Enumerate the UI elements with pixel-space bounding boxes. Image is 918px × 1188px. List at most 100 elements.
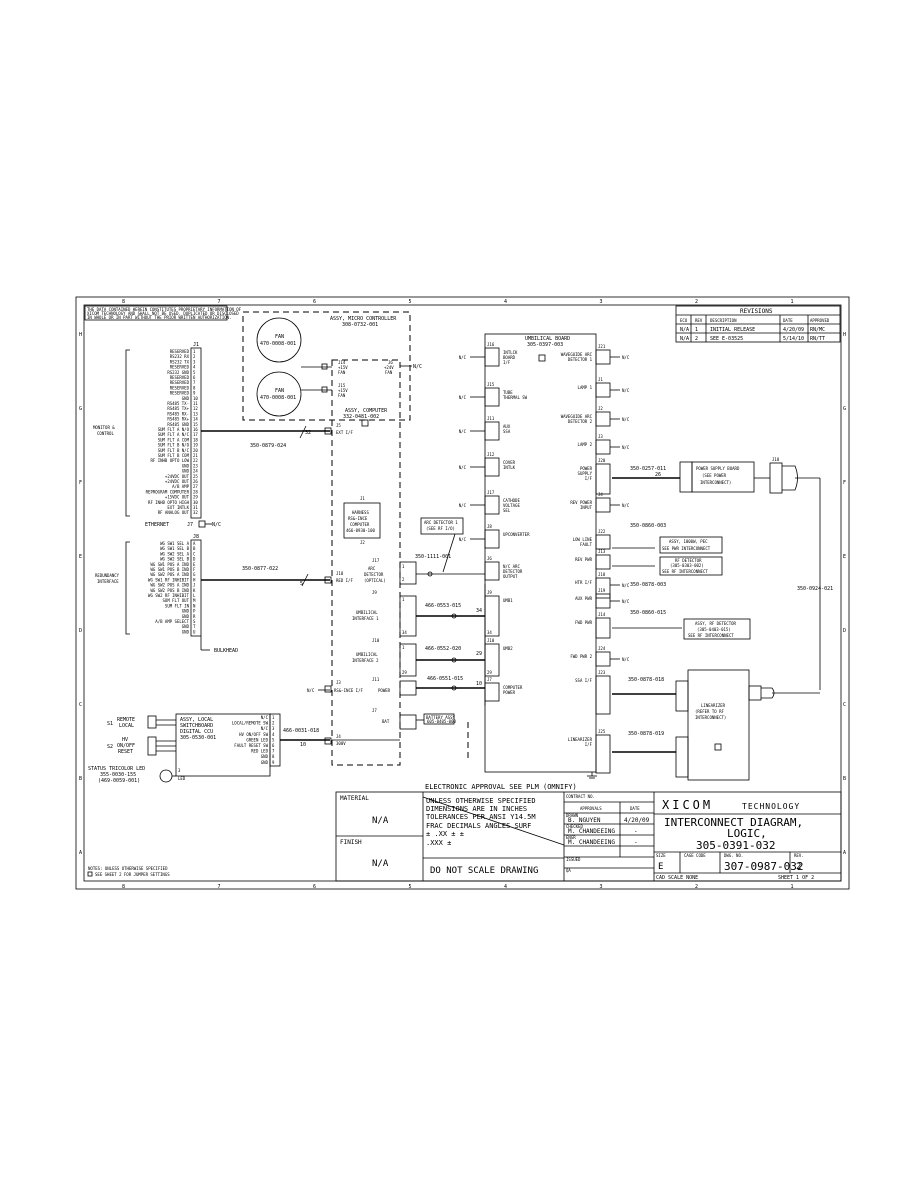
notes-line-2: SEE SHEET 2 FOR JUMPER SETTINGS: [95, 872, 170, 877]
umbilical-right-connector: [595, 534, 611, 550]
j1-pin-name: RS232 GND: [167, 370, 189, 375]
umbilical-left-label: I/F: [503, 360, 511, 365]
svg-text:DIGITAL CCU: DIGITAL CCU: [180, 729, 213, 735]
svg-text:350-0924-021: 350-0924-021: [797, 586, 833, 592]
zone-row-left: G: [79, 406, 82, 412]
j8-pin-number: M: [193, 598, 196, 603]
svg-text:CAD SCALE NONE: CAD SCALE NONE: [656, 875, 698, 881]
rev-header: APPROVED: [810, 318, 830, 323]
svg-text:(305-0403-015): (305-0403-015): [697, 627, 731, 632]
svg-text:B. NGUYEN: B. NGUYEN: [568, 817, 601, 824]
j1-pin-number: 13: [193, 411, 198, 416]
svg-text:BULKHEAD: BULKHEAD: [214, 648, 238, 654]
j1-pin-name: GND: [182, 469, 190, 474]
computer-enclosure: [331, 359, 401, 766]
svg-text:J7: J7: [187, 522, 193, 528]
umbilical-left-label: INTLK: [503, 465, 516, 470]
zone-col-bottom: 1: [791, 884, 794, 890]
j1-pin-name: REPROGRAM COMPUTER: [146, 489, 190, 494]
rev-cell: 2: [695, 336, 698, 342]
svg-text:J1: J1: [360, 496, 365, 501]
j8-pin-name: WG SW1 POS B IND: [150, 567, 189, 572]
svg-text:RS&-INCE: RS&-INCE: [348, 516, 368, 521]
umbilical-right-label: DETECTOR 1: [568, 357, 593, 362]
local-pin-number: 1: [272, 715, 275, 720]
svg-text:FAN: FAN: [275, 388, 284, 394]
svg-text:S2: S2: [107, 744, 113, 750]
svg-text:FAN: FAN: [385, 370, 393, 375]
umbilical-right-ref: J24: [598, 646, 606, 651]
svg-text:UMBILICAL: UMBILICAL: [356, 610, 378, 615]
svg-text:34: 34: [476, 608, 482, 614]
j1-pin-name: GND: [182, 396, 190, 401]
j1-pin-number: 8: [193, 385, 196, 390]
nc-label: N/C: [459, 355, 467, 360]
j1-pin-name: RF ANALOG OUT: [158, 510, 190, 515]
svg-text:350-0878-019: 350-0878-019: [628, 731, 664, 737]
notes-line-1: NOTES: UNLESS OTHERWISE SPECIFIED: [88, 866, 168, 871]
svg-text:J3: J3: [336, 680, 341, 685]
svg-text:ISSUED: ISSUED: [566, 857, 581, 862]
umbilical-right-label: WAVEGUIDE ARC: [561, 414, 593, 419]
svg-text:INTERFACE: INTERFACE: [97, 579, 119, 584]
zone-col-top: 6: [313, 299, 316, 305]
j8-pin-name: SUM FLT OUT: [163, 598, 190, 603]
svg-text:± .XX ± ±: ± .XX ± ±: [426, 830, 464, 838]
umbilical-left-label: DETECTOR: [503, 569, 523, 574]
svg-text:LINEARIZER: LINEARIZER: [701, 703, 726, 708]
local-pin-name: HV ON/OFF SW: [239, 732, 268, 737]
svg-text:BATTERY ASSY: BATTERY ASSY: [426, 715, 455, 720]
umbilical-left-connector: [484, 421, 500, 441]
svg-text:INTERFACE 2: INTERFACE 2: [352, 658, 379, 663]
svg-text:SEE RF INTERCONNECT: SEE RF INTERCONNECT: [688, 633, 734, 638]
j1-pin-name: +15VDC OUT: [165, 495, 190, 500]
zone-col-bottom: 2: [695, 884, 698, 890]
svg-text:RED I/F: RED I/F: [336, 578, 353, 583]
svg-text:RESET: RESET: [118, 749, 133, 755]
umbilical-right-label: FAULT: [580, 542, 593, 547]
svg-text:350-0877-022: 350-0877-022: [242, 566, 278, 572]
local-pin-name: GREEN LED: [246, 737, 268, 742]
svg-text:-: -: [634, 828, 638, 835]
nc-label: N/C: [459, 395, 467, 400]
umbilical-left-label: SSA: [503, 429, 511, 434]
svg-text:HV: HV: [122, 737, 128, 743]
j1-pin-number: 15: [193, 422, 198, 427]
umbilical-right-label: FWD PWR 2: [570, 654, 592, 659]
j1-pin-number: 1: [193, 349, 196, 354]
svg-text:J8: J8: [193, 534, 199, 540]
computer-part: 332-0481-002: [343, 414, 379, 420]
rev-cell: N/A: [680, 336, 689, 342]
j1-pin-name: SUM FLT A N/O: [158, 427, 190, 432]
j8-pin-number: K: [193, 588, 196, 593]
svg-text:FAN: FAN: [338, 370, 346, 375]
svg-text:(305-0303-002): (305-0303-002): [670, 563, 704, 568]
svg-text:J10: J10: [372, 638, 380, 643]
svg-text:LED: LED: [178, 776, 186, 781]
svg-text:SEE PWR INTERCONNECT: SEE PWR INTERCONNECT: [662, 546, 711, 551]
j1-pin-name: RESERVED: [170, 375, 190, 380]
umbilical-left-label: N/C ARC: [503, 564, 520, 569]
local-pin-name: GND: [261, 754, 269, 759]
drawing-title-3: 305-0391-032: [696, 839, 775, 852]
umbilical-left-label: CATHODE: [503, 498, 520, 503]
umbilical-right-label: LAMP 1: [578, 385, 593, 390]
umbilical-left-connector: [484, 347, 500, 367]
nc-label: N/C: [622, 599, 630, 604]
svg-text:466-0552-020: 466-0552-020: [425, 646, 461, 652]
svg-text:SEE RF INTERCONNECT: SEE RF INTERCONNECT: [662, 569, 708, 574]
svg-text:466-0930-100: 466-0930-100: [346, 528, 375, 533]
j8-pin-name: WG SW2 POS A IND: [150, 572, 189, 577]
svg-text:DATE: DATE: [630, 806, 640, 811]
company-logo: XICOM: [662, 798, 713, 812]
j1-pin-name: SUM FLT B N/C: [158, 448, 190, 453]
j8-pin-number: D: [193, 557, 196, 562]
drawing-number: 307-0987-032: [724, 860, 803, 873]
svg-text:J5: J5: [336, 423, 341, 428]
sheet-border-outer: [75, 296, 850, 890]
local-pin-number: 5: [272, 737, 275, 742]
umbilical-right-connector: [595, 439, 611, 455]
svg-text:COMPUTER: COMPUTER: [350, 522, 370, 527]
nc-label: N/C: [622, 657, 630, 662]
